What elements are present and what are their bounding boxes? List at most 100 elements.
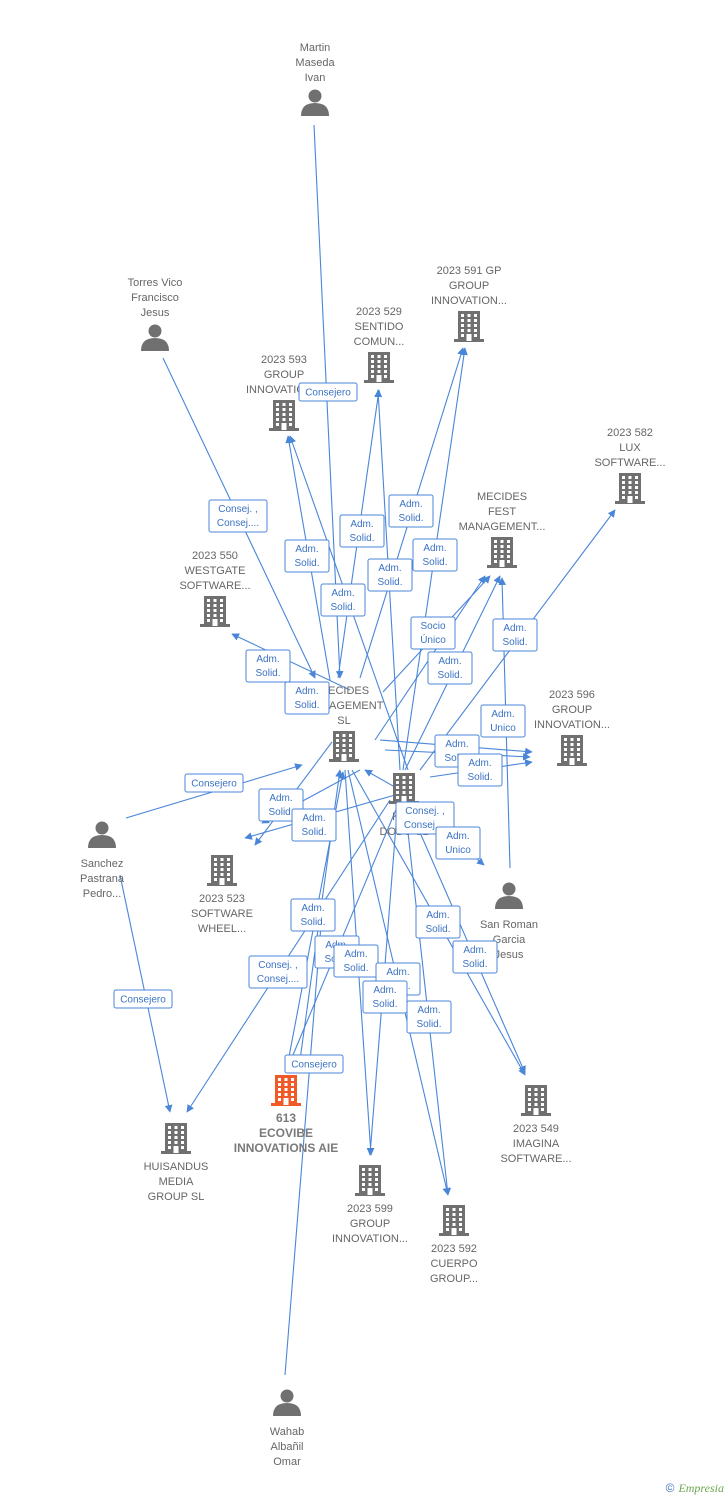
building-icon: [389, 773, 419, 804]
badge-label: Solid.: [268, 807, 293, 818]
badge-label: Solid.: [255, 668, 280, 679]
node-mecfest[interactable]: MECIDESFESTMANAGEMENT...: [459, 491, 546, 568]
relation-badge[interactable]: Adm.Solid.: [284, 681, 330, 715]
relation-badge[interactable]: Consejero: [113, 989, 173, 1009]
relation-badge[interactable]: Consej. ,Consej....: [395, 801, 455, 835]
node-c599[interactable]: 2023 599GROUPINNOVATION...: [332, 1165, 408, 1245]
node-label: Pastrana: [80, 873, 125, 885]
node-label: INNOVATION...: [534, 719, 610, 731]
node-label: MANAGEMENT...: [459, 521, 546, 533]
relation-badge[interactable]: Adm.Solid.: [339, 514, 385, 548]
badge-label: Adm.: [269, 793, 292, 804]
node-label: Ivan: [305, 72, 326, 84]
node-label: SOFTWARE: [191, 908, 253, 920]
building-icon: [487, 537, 517, 568]
relation-edge: [231, 633, 351, 691]
relation-badge[interactable]: Adm.Solid.: [362, 980, 408, 1014]
badge-label: Consej....: [217, 518, 259, 529]
relation-badge[interactable]: Adm.Solid.: [291, 808, 337, 842]
badge-label: Adm.: [426, 910, 449, 921]
node-c582[interactable]: 2023 582LUXSOFTWARE...: [594, 427, 666, 504]
node-c523[interactable]: 2023 523SOFTWAREWHEEL...: [191, 855, 253, 935]
node-label: SOFTWARE...: [500, 1153, 571, 1165]
node-c529[interactable]: 2023 529SENTIDOCOMUN...: [354, 306, 405, 383]
relation-badge[interactable]: Adm.Solid.: [415, 905, 461, 939]
badge-label: Solid.: [444, 753, 469, 764]
badge-label: Adm.: [378, 563, 401, 574]
relation-badge[interactable]: Adm.Solid.: [333, 944, 379, 978]
relation-badge[interactable]: Consejero: [298, 382, 358, 402]
node-c591[interactable]: 2023 591 GPGROUPINNOVATION...: [431, 265, 507, 342]
badge-label: Adm.: [445, 739, 468, 750]
relation-badge[interactable]: Consej. , Consej....: [208, 499, 268, 533]
relation-badge[interactable]: Adm. Solid.: [284, 539, 330, 573]
relation-badge[interactable]: Adm. Unico: [480, 704, 526, 738]
node-c550[interactable]: 2023 550WESTGATESOFTWARE...: [179, 550, 251, 627]
relation-badge[interactable]: Consej. ,Consej....: [248, 955, 308, 989]
relation-badge[interactable]: Adm. Solid.: [412, 538, 458, 572]
node-label: 2023 582: [607, 427, 653, 439]
badge-label: Adm.: [373, 985, 396, 996]
badge-label: Adm.: [491, 709, 514, 720]
relation-badge[interactable]: Consejero: [184, 773, 244, 793]
footer-brand[interactable]: ©Empresia: [666, 1481, 724, 1496]
node-label: Wahab: [270, 1426, 304, 1438]
badge-label: Consej. ,: [258, 960, 297, 971]
node-label: 2023 596: [549, 689, 595, 701]
node-label: 613: [276, 1111, 296, 1125]
relation-badge[interactable]: Adm.Solid.: [452, 940, 498, 974]
relation-badge[interactable]: Adm.Solid.: [388, 494, 434, 528]
building-icon: [355, 1165, 385, 1196]
node-sanchez[interactable]: SanchezPastranaPedro...: [80, 821, 125, 901]
relation-badge[interactable]: Adm.Solid.: [367, 558, 413, 592]
node-label: Francisco: [131, 292, 179, 304]
person-icon: [141, 324, 169, 351]
node-label: MECIDES: [477, 491, 527, 503]
relation-badge[interactable]: Adm.Solid.: [320, 583, 366, 617]
node-label: HUISANDUS: [144, 1161, 209, 1173]
badge-label: Solid.: [294, 700, 319, 711]
relation-badge[interactable]: Adm.Solid.: [427, 651, 473, 685]
relation-badge[interactable]: Adm.Solid.: [290, 898, 336, 932]
node-label: INNOVATION...: [431, 295, 507, 307]
node-c549[interactable]: 2023 549IMAGINASOFTWARE...: [500, 1085, 572, 1165]
node-label: 2023 550: [192, 550, 238, 562]
relation-badge[interactable]: Adm.Solid.: [406, 1000, 452, 1034]
node-label: SOFTWARE...: [594, 457, 665, 469]
person-icon: [88, 821, 116, 848]
badge-label: Único: [420, 633, 446, 646]
badge-label: Solid.: [343, 963, 368, 974]
badge-label: Adm.: [295, 544, 318, 555]
relation-edge: [404, 804, 452, 1196]
badge-label: Consej....: [404, 820, 446, 831]
badge-label: Unico: [490, 723, 516, 734]
relation-badge[interactable]: Adm.Solid.: [492, 618, 538, 652]
node-label: COMUN...: [354, 336, 405, 348]
relation-badge[interactable]: Adm.Unico: [435, 826, 481, 860]
badge-label: Solid.: [294, 558, 319, 569]
badge-label: Consej. ,: [218, 504, 257, 515]
badge-label: Solid.: [422, 557, 447, 568]
node-label: San Roman: [480, 919, 538, 931]
relation-badge[interactable]: Adm.Solid.: [245, 649, 291, 683]
building-icon: [329, 731, 359, 762]
badge-label: Solid.: [467, 772, 492, 783]
node-label: ECOVIBE: [259, 1126, 313, 1140]
building-icon: [207, 855, 237, 886]
building-icon: [615, 473, 645, 504]
person-icon: [495, 882, 523, 909]
node-c596[interactable]: 2023 596GROUPINNOVATION...: [534, 689, 610, 766]
node-c592[interactable]: 2023 592CUERPOGROUP...: [430, 1205, 478, 1285]
node-label: Pedro...: [83, 888, 122, 900]
relation-badge[interactable]: Adm.Solid.: [457, 753, 503, 787]
badge-label: Adm.: [423, 543, 446, 554]
relation-badge[interactable]: Consejero: [284, 1054, 344, 1074]
person-icon: [301, 89, 329, 116]
